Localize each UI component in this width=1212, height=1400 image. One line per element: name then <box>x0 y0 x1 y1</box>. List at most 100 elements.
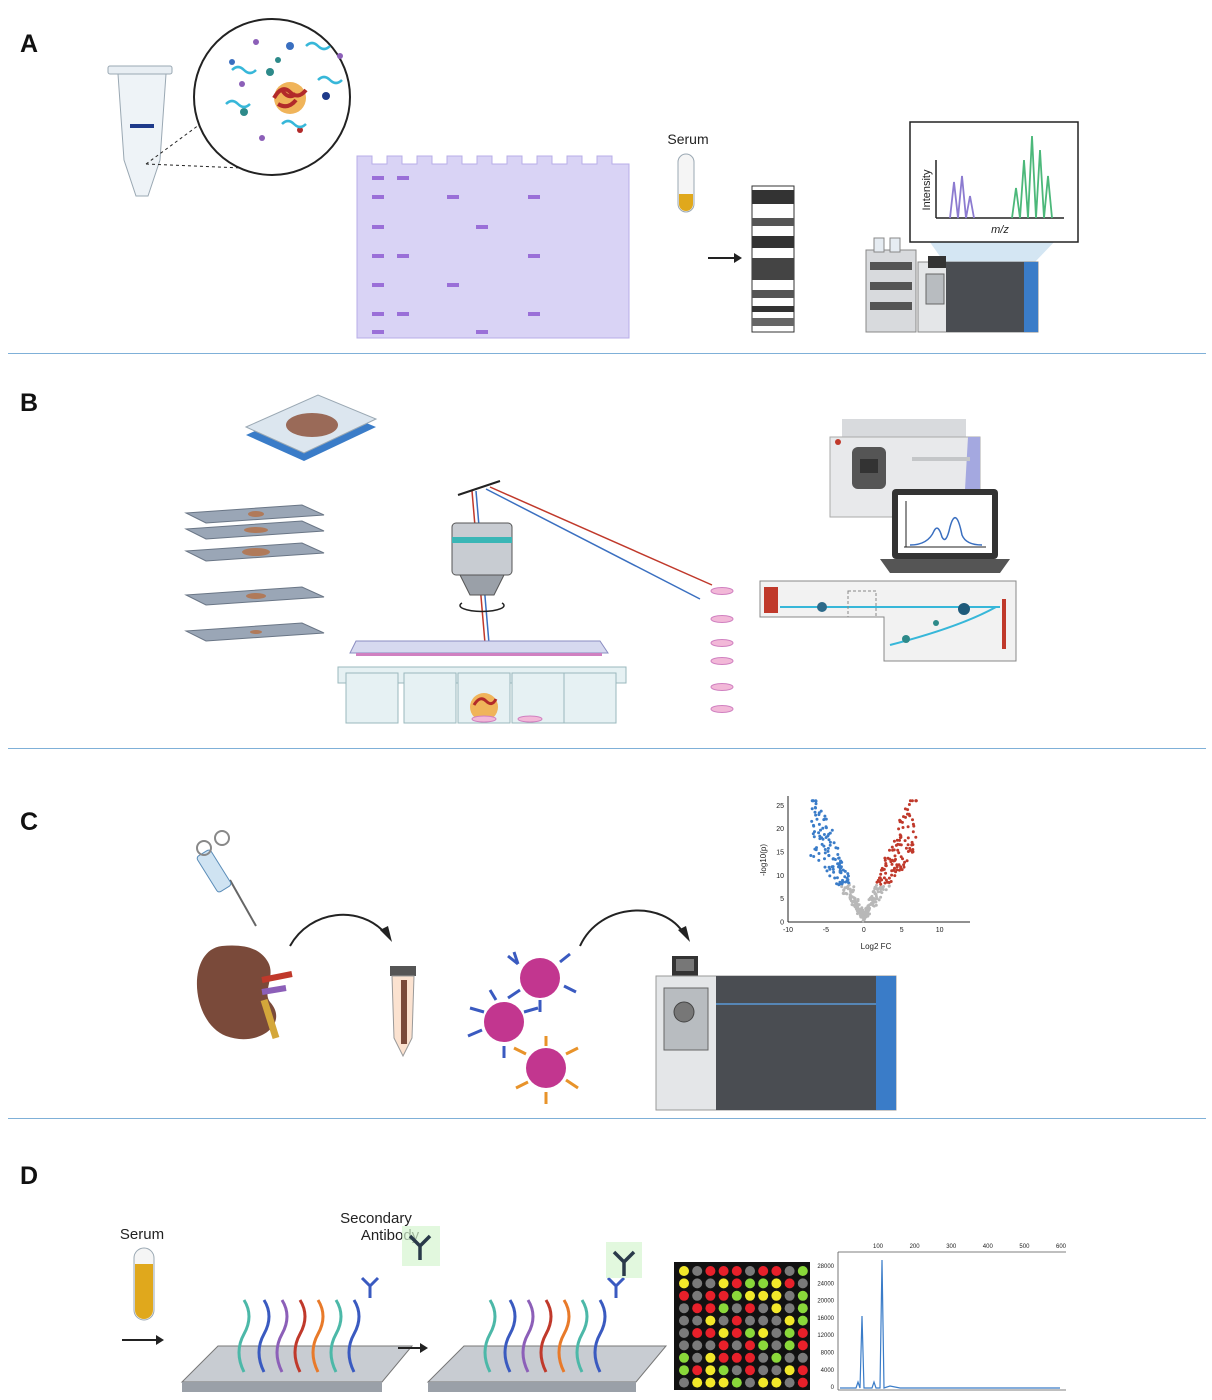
volcano-x-tick: 10 <box>936 927 944 934</box>
volcano-point <box>898 838 901 842</box>
spectrum-top-tick: 200 <box>910 1244 921 1250</box>
tissue-slide-stack-icon <box>184 504 325 642</box>
array-spot <box>692 1328 703 1338</box>
array-spot <box>758 1377 769 1388</box>
array-spot <box>692 1290 703 1301</box>
volcano-point <box>827 853 831 857</box>
volcano-point <box>906 843 910 847</box>
array-spot <box>718 1340 729 1351</box>
array-spot <box>731 1340 742 1351</box>
volcano-point <box>835 882 839 886</box>
secondary-antibody-label-line1: Secondary <box>340 1210 412 1227</box>
volcano-point <box>893 854 897 858</box>
volcano-point <box>835 876 839 880</box>
captured-sample-discs <box>710 587 734 713</box>
volcano-point <box>892 839 896 843</box>
volcano-point <box>809 854 813 857</box>
volcano-point <box>839 859 842 863</box>
volcano-point <box>821 826 825 830</box>
volcano-point <box>905 859 909 863</box>
array-spot <box>745 1365 755 1376</box>
volcano-point <box>822 818 826 822</box>
volcano-point <box>887 876 891 880</box>
volcano-point <box>871 904 875 907</box>
serum-tube-icon <box>133 1247 155 1321</box>
array-spot <box>679 1328 689 1338</box>
panel-d: D Serum Secondary Antibody <box>0 1120 1212 1400</box>
volcano-y-tick: 10 <box>776 873 784 880</box>
volcano-x-tick: -10 <box>783 927 793 934</box>
microarray-readout-grid <box>679 1266 808 1388</box>
array-spot <box>784 1352 795 1363</box>
volcano-point <box>831 867 835 871</box>
volcano-point <box>812 824 816 828</box>
serum-tube-icon <box>677 153 695 213</box>
volcano-point <box>828 867 832 871</box>
volcano-point <box>883 856 887 860</box>
volcano-point <box>906 808 910 812</box>
volcano-point <box>861 915 865 918</box>
array-spot <box>718 1303 729 1314</box>
array-spot <box>705 1303 716 1314</box>
volcano-point <box>891 848 895 852</box>
array-spot <box>731 1352 742 1363</box>
volcano-point <box>884 888 888 892</box>
volcano-point <box>892 859 896 863</box>
array-spot <box>771 1278 782 1289</box>
volcano-point <box>832 870 836 874</box>
volcano-point <box>837 856 841 860</box>
collection-wells <box>337 666 627 724</box>
array-spot <box>771 1315 782 1326</box>
array-spot <box>745 1315 755 1326</box>
volcano-point <box>838 880 842 884</box>
volcano-y-tick: 0 <box>780 920 784 927</box>
spectrum-left-tick: 16000 <box>817 1316 834 1322</box>
conical-tube-icon <box>390 966 416 1058</box>
spectrum-left-tick: 20000 <box>817 1299 834 1305</box>
volcano-point <box>852 885 856 889</box>
volcano-point <box>843 886 847 890</box>
array-spot <box>758 1266 769 1276</box>
array-spot <box>797 1340 808 1351</box>
volcano-point <box>824 836 828 839</box>
volcano-point <box>819 828 822 832</box>
volcano-point <box>817 822 821 826</box>
volcano-point <box>875 887 879 891</box>
volcano-y-label: -log10(p) <box>759 844 768 876</box>
laptop-chromatogram-icon <box>880 489 1010 573</box>
array-spot <box>784 1315 795 1326</box>
volcano-point <box>894 870 898 874</box>
volcano-point <box>875 880 879 884</box>
array-spot <box>705 1290 716 1301</box>
array-spot <box>784 1266 795 1276</box>
array-spot <box>784 1303 795 1314</box>
volcano-point <box>908 848 912 852</box>
array-spot <box>758 1303 769 1314</box>
volcano-point <box>830 865 834 869</box>
array-spot <box>679 1365 689 1376</box>
volcano-point <box>899 834 903 838</box>
spectrum-top-tick: 300 <box>946 1244 957 1250</box>
volcano-point <box>848 893 852 897</box>
mass-spectrum-plot: Intensity m/z <box>909 121 1079 243</box>
array-spot <box>679 1290 689 1301</box>
volcano-point <box>852 888 855 892</box>
peptide-array-slide-bound <box>426 1242 668 1392</box>
volcano-point <box>818 837 822 841</box>
volcano-point <box>821 837 825 841</box>
array-spot <box>705 1365 716 1376</box>
volcano-point <box>870 898 874 902</box>
volcano-point <box>893 866 896 870</box>
volcano-point <box>871 890 875 894</box>
volcano-point <box>833 876 837 880</box>
panel-c: C <box>0 750 1212 1120</box>
volcano-point <box>814 799 818 803</box>
volcano-point <box>900 868 904 872</box>
volcano-point <box>897 827 901 831</box>
volcano-point <box>813 806 817 809</box>
volcano-x-tick: -5 <box>823 927 829 934</box>
panel-b-letter: B <box>20 389 39 417</box>
array-spot <box>797 1377 808 1388</box>
